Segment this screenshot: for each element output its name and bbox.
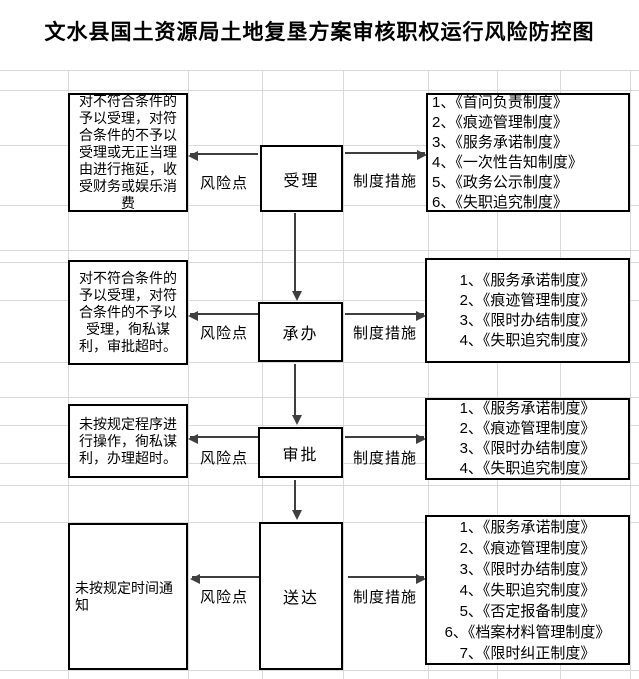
measures-label-row1: 制度措施: [352, 173, 417, 190]
measures-box-row4: 1、《服务承诺制度》 2、《痕迹管理制度》 3、《限时办结制度》 4、《失职追究制度》…: [425, 515, 630, 665]
measure-item: 1、《服务承诺制度》: [459, 271, 596, 289]
arrow-to-measures-row3: [345, 434, 426, 444]
measure-item: 6、《失职追究制度》: [432, 193, 568, 211]
grid-line-horizontal: [0, 70, 639, 71]
grid-line-horizontal: [0, 300, 639, 301]
measure-item: 2、《痕迹管理制度》: [432, 113, 568, 131]
grid-line-horizontal: [0, 425, 639, 426]
page-title: 文水县国土资源局土地复垦方案审核职权运行风险防控图: [44, 21, 595, 44]
measure-item: 1、《首问负责制度》: [432, 93, 568, 111]
measure-item: 1、《服务承诺制度》: [459, 518, 596, 536]
stage-box-shouli: 受理: [260, 145, 343, 212]
grid-line-vertical: [343, 70, 344, 679]
grid-line-vertical: [630, 70, 631, 679]
grid-line-horizontal: [0, 90, 639, 91]
stage-box-songda: 送达: [259, 522, 343, 670]
measure-item: 4、《失职追究制度》: [459, 581, 596, 599]
arrow-to-risk-row4: [190, 574, 259, 584]
measure-item: 3、《服务承诺制度》: [432, 133, 568, 151]
measure-item: 2、《痕迹管理制度》: [459, 539, 596, 557]
measures-box-row3: 1、《服务承诺制度》 2、《痕迹管理制度》 3、《限时办结制度》 4、《失职追究制度》: [425, 398, 630, 480]
risk-point-label-row4: 风险点: [199, 589, 248, 606]
grid-line-horizontal: [0, 670, 639, 671]
risk-box-row1: 对不符合条件的予以受理，对符合条件的不予以受理或无正当理由进行拖延，收受财务或娱…: [68, 93, 188, 212]
measure-item: 4、《失职追究制度》: [459, 331, 596, 349]
risk-point-label-row2: 风险点: [199, 325, 248, 342]
grid-line-vertical: [68, 70, 69, 679]
grid-line-vertical: [560, 70, 561, 679]
measure-item: 3、《限时办结制度》: [459, 560, 596, 578]
arrow-to-measures-row4: [348, 574, 426, 584]
grid-line-vertical: [188, 70, 189, 679]
measures-box-row2: 1、《服务承诺制度》 2、《痕迹管理制度》 3、《限时办结制度》 4、《失职追究制度》: [425, 258, 630, 363]
arrow-down-chengban-shenpi: [292, 364, 302, 425]
arrow-to-risk-row3: [188, 434, 258, 444]
measures-box-row1: 1、《首问负责制度》 2、《痕迹管理制度》 3、《服务承诺制度》 4、《一次性告知制度…: [426, 93, 630, 212]
arrow-to-risk-row2: [188, 311, 258, 321]
measure-item: 2、《痕迹管理制度》: [459, 291, 596, 309]
arrow-down-shenpi-songda: [292, 480, 302, 520]
arrow-down-shouli-chengban: [292, 213, 302, 301]
risk-box-row2: 对不符合条件的予以受理，对符合条件的不予以受理，徇私谋利，审批超时。: [68, 260, 188, 365]
risk-point-label-row1: 风险点: [199, 175, 248, 192]
grid-line-vertical: [428, 70, 429, 679]
risk-box-row4: 未按规定时间通知: [68, 523, 188, 670]
stage-box-chengban: 承办: [258, 302, 343, 362]
arrow-to-risk-row1: [188, 151, 258, 161]
measure-item: 3、《限时办结制度》: [459, 440, 596, 457]
grid-line-horizontal: [0, 397, 639, 398]
grid-line-horizontal: [0, 250, 639, 251]
grid-line-vertical: [262, 70, 263, 679]
measure-item: 1、《服务承诺制度》: [459, 400, 596, 417]
risk-point-label-row3: 风险点: [199, 450, 248, 467]
arrow-to-measures-row2: [345, 311, 426, 321]
measure-item: 3、《限时办结制度》: [459, 311, 596, 329]
grid-line-vertical: [497, 70, 498, 679]
measure-item: 6、《档案材料管理制度》: [444, 623, 611, 641]
measure-item: 4、《失职追究制度》: [459, 460, 596, 477]
measure-item: 7、《限时纠正制度》: [459, 644, 596, 662]
grid-line-horizontal: [0, 262, 639, 263]
stage-box-shenpi: 审批: [258, 427, 343, 478]
measure-item: 2、《痕迹管理制度》: [459, 420, 596, 437]
risk-box-row3: 未按规定程序进行操作，徇私谋利，办理超时。: [68, 404, 188, 478]
grid-line-horizontal: [0, 485, 639, 486]
measure-item: 4、《一次性告知制度》: [432, 153, 583, 171]
measures-label-row4: 制度措施: [352, 589, 417, 606]
arrow-to-measures-row1: [345, 150, 427, 160]
measure-item: 5、《政务公示制度》: [432, 173, 568, 191]
measures-label-row2: 制度措施: [352, 325, 417, 342]
grid-line-horizontal: [0, 362, 639, 363]
measures-label-row3: 制度措施: [352, 450, 417, 467]
measure-item: 5、《否定报备制度》: [459, 602, 596, 620]
